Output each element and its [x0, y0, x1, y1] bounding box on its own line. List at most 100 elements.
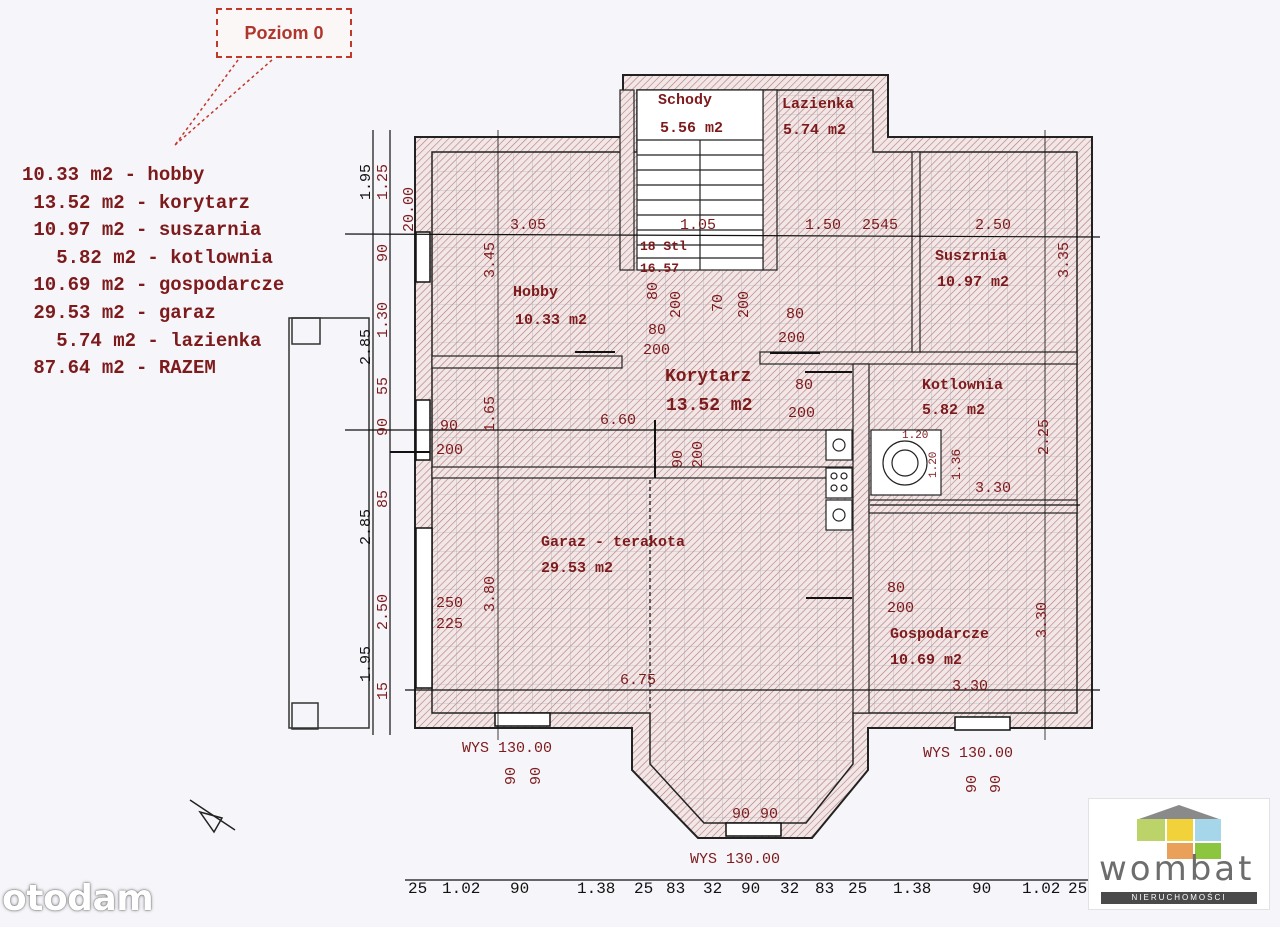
bottom-dim: 25 [1068, 880, 1087, 898]
door-8-height: 200 [887, 600, 914, 617]
window-1-dim-a: 90 [503, 767, 520, 785]
bottom-dim: 32 [703, 880, 722, 898]
plan-dimension-labels: 3.05 1.05 1.50 2545 2.50 6.60 3.30 6.75 … [436, 217, 1073, 695]
logo-name: wombat [1099, 849, 1255, 889]
dim-gospodarcze-width: 3.30 [952, 678, 988, 695]
door-6-height: 200 [436, 442, 463, 459]
left-dim: 1.95 [358, 164, 375, 200]
window-3-label: WYS 130.00 [690, 851, 780, 868]
window-3-dim-a: 90 [732, 806, 750, 823]
dim-korytarz-height: 1.65 [482, 396, 499, 432]
boiler-room-appliances [825, 429, 942, 531]
left-dim: 85 [375, 490, 392, 508]
stairs-length: 16.57 [640, 261, 679, 276]
dim-hobby-height: 3.45 [482, 242, 499, 278]
window-3-dim-b: 90 [760, 806, 778, 823]
room-gospodarcze-area: 10.69 m2 [890, 652, 962, 669]
room-hobby-name: Hobby [513, 284, 558, 301]
bottom-dimension-chain: 25 1.02 90 1.38 25 83 32 90 32 83 25 1.3… [408, 880, 1087, 898]
dim-hobby-width: 3.05 [510, 217, 546, 234]
terrace-outline [288, 317, 370, 730]
door-1-height: 200 [668, 291, 685, 318]
boiler-dim-1: 1.20 [902, 430, 928, 442]
dim-garaz-height: 3.80 [482, 576, 499, 612]
room-gospodarcze-name: Gospodarcze [890, 626, 989, 643]
door-3-width: 80 [786, 306, 804, 323]
boiler-dim-2: 1.20 [928, 452, 940, 478]
left-dim: 15 [375, 682, 392, 700]
left-dim: 90 [375, 418, 392, 436]
door-2-height: 200 [736, 291, 753, 318]
dim-kotlownia-width: 3.30 [975, 480, 1011, 497]
level-label: Poziom 0 [244, 22, 324, 43]
door-markers [390, 351, 852, 599]
room-korytarz-area: 13.52 m2 [666, 396, 752, 416]
dim-suszrnia-height: 3.35 [1056, 242, 1073, 278]
bottom-dim: 1.02 [1022, 880, 1060, 898]
legend-row: 13.52 m2 - korytarz [22, 191, 251, 214]
room-suszrnia-area: 10.97 m2 [937, 274, 1009, 291]
stairs [636, 89, 764, 271]
callout-pointer [174, 59, 273, 146]
room-lazienka-name: Lazienka [782, 96, 854, 113]
dim-korytarz-width: 6.60 [600, 412, 636, 429]
window-2-label: WYS 130.00 [923, 745, 1013, 762]
room-garaz-name: Garaz - terakota [541, 534, 685, 551]
bottom-dim: 1.02 [442, 880, 480, 898]
left-dim: 1.25 [375, 164, 392, 200]
boiler-dim-3: 1.36 [949, 449, 964, 480]
legend-row: 10.69 m2 - gospodarcze [22, 274, 285, 297]
bottom-dim: 25 [848, 880, 867, 898]
dim-gate-height: 225 [436, 616, 463, 633]
room-kotlownia-name: Kotlownia [922, 377, 1003, 394]
window-1-dim-b: 90 [528, 767, 545, 785]
dim-misc: 2545 [862, 217, 898, 234]
room-schody-area: 5.56 m2 [660, 120, 723, 137]
otodam-watermark: otodam [2, 878, 154, 919]
window-2-dim-a: 90 [964, 775, 981, 793]
legend-total: 87.64 m2 - RAZEM [22, 357, 216, 380]
dim-gospodarcze-height: 3.30 [1034, 602, 1051, 638]
stairs-count: 18 Stl [640, 239, 687, 254]
legend-row: 29.53 m2 - garaz [22, 301, 216, 324]
left-dimension-chain: 1.95 1.25 20.00 90 1.30 2.85 55 90 85 2.… [358, 164, 418, 700]
left-dim: 90 [375, 244, 392, 262]
room-hobby-area: 10.33 m2 [515, 312, 587, 329]
window-1-label: WYS 130.00 [462, 740, 552, 757]
left-dim: 1.30 [375, 302, 392, 338]
room-lazienka-area: 5.74 m2 [783, 122, 846, 139]
dim-stair-width: 1.05 [680, 217, 716, 234]
windows [415, 231, 1011, 837]
room-suszrnia-name: Suszrnia [935, 248, 1007, 265]
bottom-dim: 83 [666, 880, 685, 898]
left-dim: 1.95 [358, 646, 375, 682]
bottom-dim: 90 [972, 880, 991, 898]
bottom-dim: 83 [815, 880, 834, 898]
level-callout: Poziom 0 [216, 8, 352, 58]
left-dim: 2.85 [358, 329, 375, 365]
left-dim: 2.85 [358, 509, 375, 545]
legend-row: 10.97 m2 - suszarnia [22, 219, 262, 242]
dim-suszrnia-width: 2.50 [975, 217, 1011, 234]
door-2-width: 70 [710, 294, 727, 312]
door-8-width: 80 [887, 580, 905, 597]
room-korytarz-name: Korytarz [665, 367, 751, 387]
room-schody-name: Schody [658, 92, 712, 109]
door-1-width: 80 [645, 282, 662, 300]
interior-walls [431, 89, 1078, 714]
window-2-dim-b: 90 [988, 775, 1005, 793]
house-logo-icon [1137, 805, 1221, 859]
door-4-height: 200 [643, 342, 670, 359]
door-7-width: 90 [670, 450, 687, 468]
legend-row: 5.74 m2 - lazienka [22, 329, 262, 352]
dim-garaz-width: 6.75 [620, 672, 656, 689]
room-kotlownia-area: 5.82 m2 [922, 402, 985, 419]
bottom-dim: 1.38 [577, 880, 615, 898]
dim-lazienka-width: 1.50 [805, 217, 841, 234]
dim-kotlownia-height: 2.25 [1036, 419, 1053, 455]
bottom-dim: 90 [510, 880, 529, 898]
bottom-dim: 25 [408, 880, 427, 898]
north-arrow-icon [189, 799, 236, 834]
door-3-height: 200 [778, 330, 805, 347]
